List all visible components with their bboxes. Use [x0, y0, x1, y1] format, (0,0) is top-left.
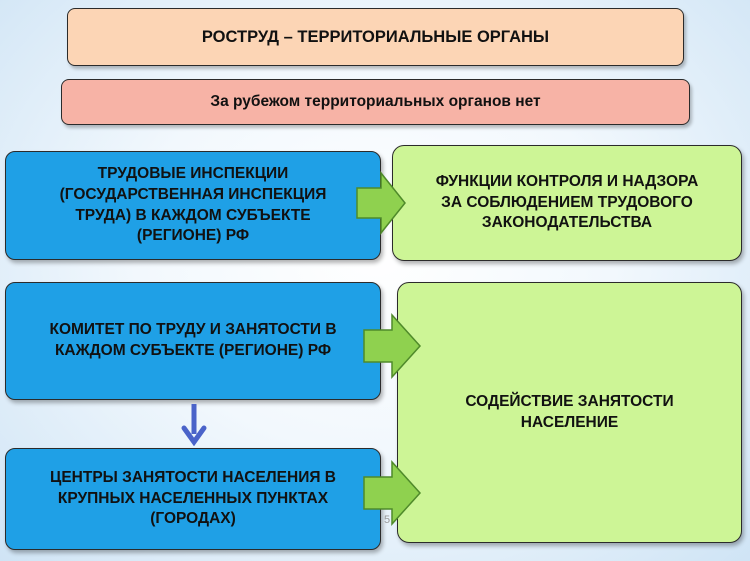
text-line: КРУПНЫХ НАСЕЛЕННЫХ ПУНКТАХ: [57, 489, 329, 507]
title-text: РОСТРУД – ТЕРРИТОРИАЛЬНЫЕ ОРГАНЫ: [201, 27, 550, 46]
title-box: РОСТРУД – ТЕРРИТОРИАЛЬНЫЕ ОРГАНЫ: [67, 8, 684, 66]
subtitle-box: За рубежом территориальных органов нет: [61, 79, 690, 125]
page-number: 5: [384, 514, 391, 526]
text-line: (ГОРОДАХ): [150, 510, 236, 528]
text-line: (РЕГИОНЕ) РФ: [136, 227, 250, 245]
text-line: ФУНКЦИИ КОНТРОЛЯ И НАДЗОРА: [435, 172, 699, 190]
text-line: ЗАКОНОДАТЕЛЬСТВА: [481, 214, 653, 232]
employment-centers-box: ЦЕНТРЫ ЗАНЯТОСТИ НАСЕЛЕНИЯ В КРУПНЫХ НАС…: [5, 448, 381, 550]
subtitle-text: За рубежом территориальных органов нет: [210, 93, 541, 110]
text-line: КОМИТЕТ ПО ТРУДУ И ЗАНЯТОСТИ В: [49, 321, 337, 339]
right-arrow-icon: [363, 313, 422, 379]
labor-inspection-box: ТРУДОВЫЕ ИНСПЕКЦИИ (ГОСУДАРСТВЕННАЯ ИНСП…: [5, 151, 381, 260]
text-line: ЦЕНТРЫ ЗАНЯТОСТИ НАСЕЛЕНИЯ В: [50, 468, 336, 486]
text-line: ТРУДОВЫЕ ИНСПЕКЦИИ: [97, 164, 289, 182]
text-line: СОДЕЙСТВИЕ ЗАНЯТОСТИ: [465, 392, 674, 410]
employment-promotion-box: СОДЕЙСТВИЕ ЗАНЯТОСТИ НАСЕЛЕНИЕ: [397, 282, 742, 543]
text-line: ЗА СОБЛЮДЕНИЕМ ТРУДОВОГО: [441, 193, 693, 211]
right-arrow-icon: [356, 171, 406, 235]
text-line: (ГОСУДАРСТВЕННАЯ ИНСПЕКЦИЯ: [59, 185, 327, 203]
down-arrow-icon: [181, 404, 207, 446]
right-arrow-icon: [363, 460, 422, 526]
text-line: КАЖДОМ СУБЪЕКТЕ (РЕГИОНЕ) РФ: [54, 342, 332, 359]
control-functions-box: ФУНКЦИИ КОНТРОЛЯ И НАДЗОРА ЗА СОБЛЮДЕНИЕ…: [392, 145, 742, 261]
text-line: НАСЕЛЕНИЕ: [520, 413, 619, 431]
text-line: ТРУДА) В КАЖДОМ СУБЪЕКТЕ: [75, 206, 311, 224]
labor-committee-box: КОМИТЕТ ПО ТРУДУ И ЗАНЯТОСТИ В КАЖДОМ СУ…: [5, 282, 381, 400]
